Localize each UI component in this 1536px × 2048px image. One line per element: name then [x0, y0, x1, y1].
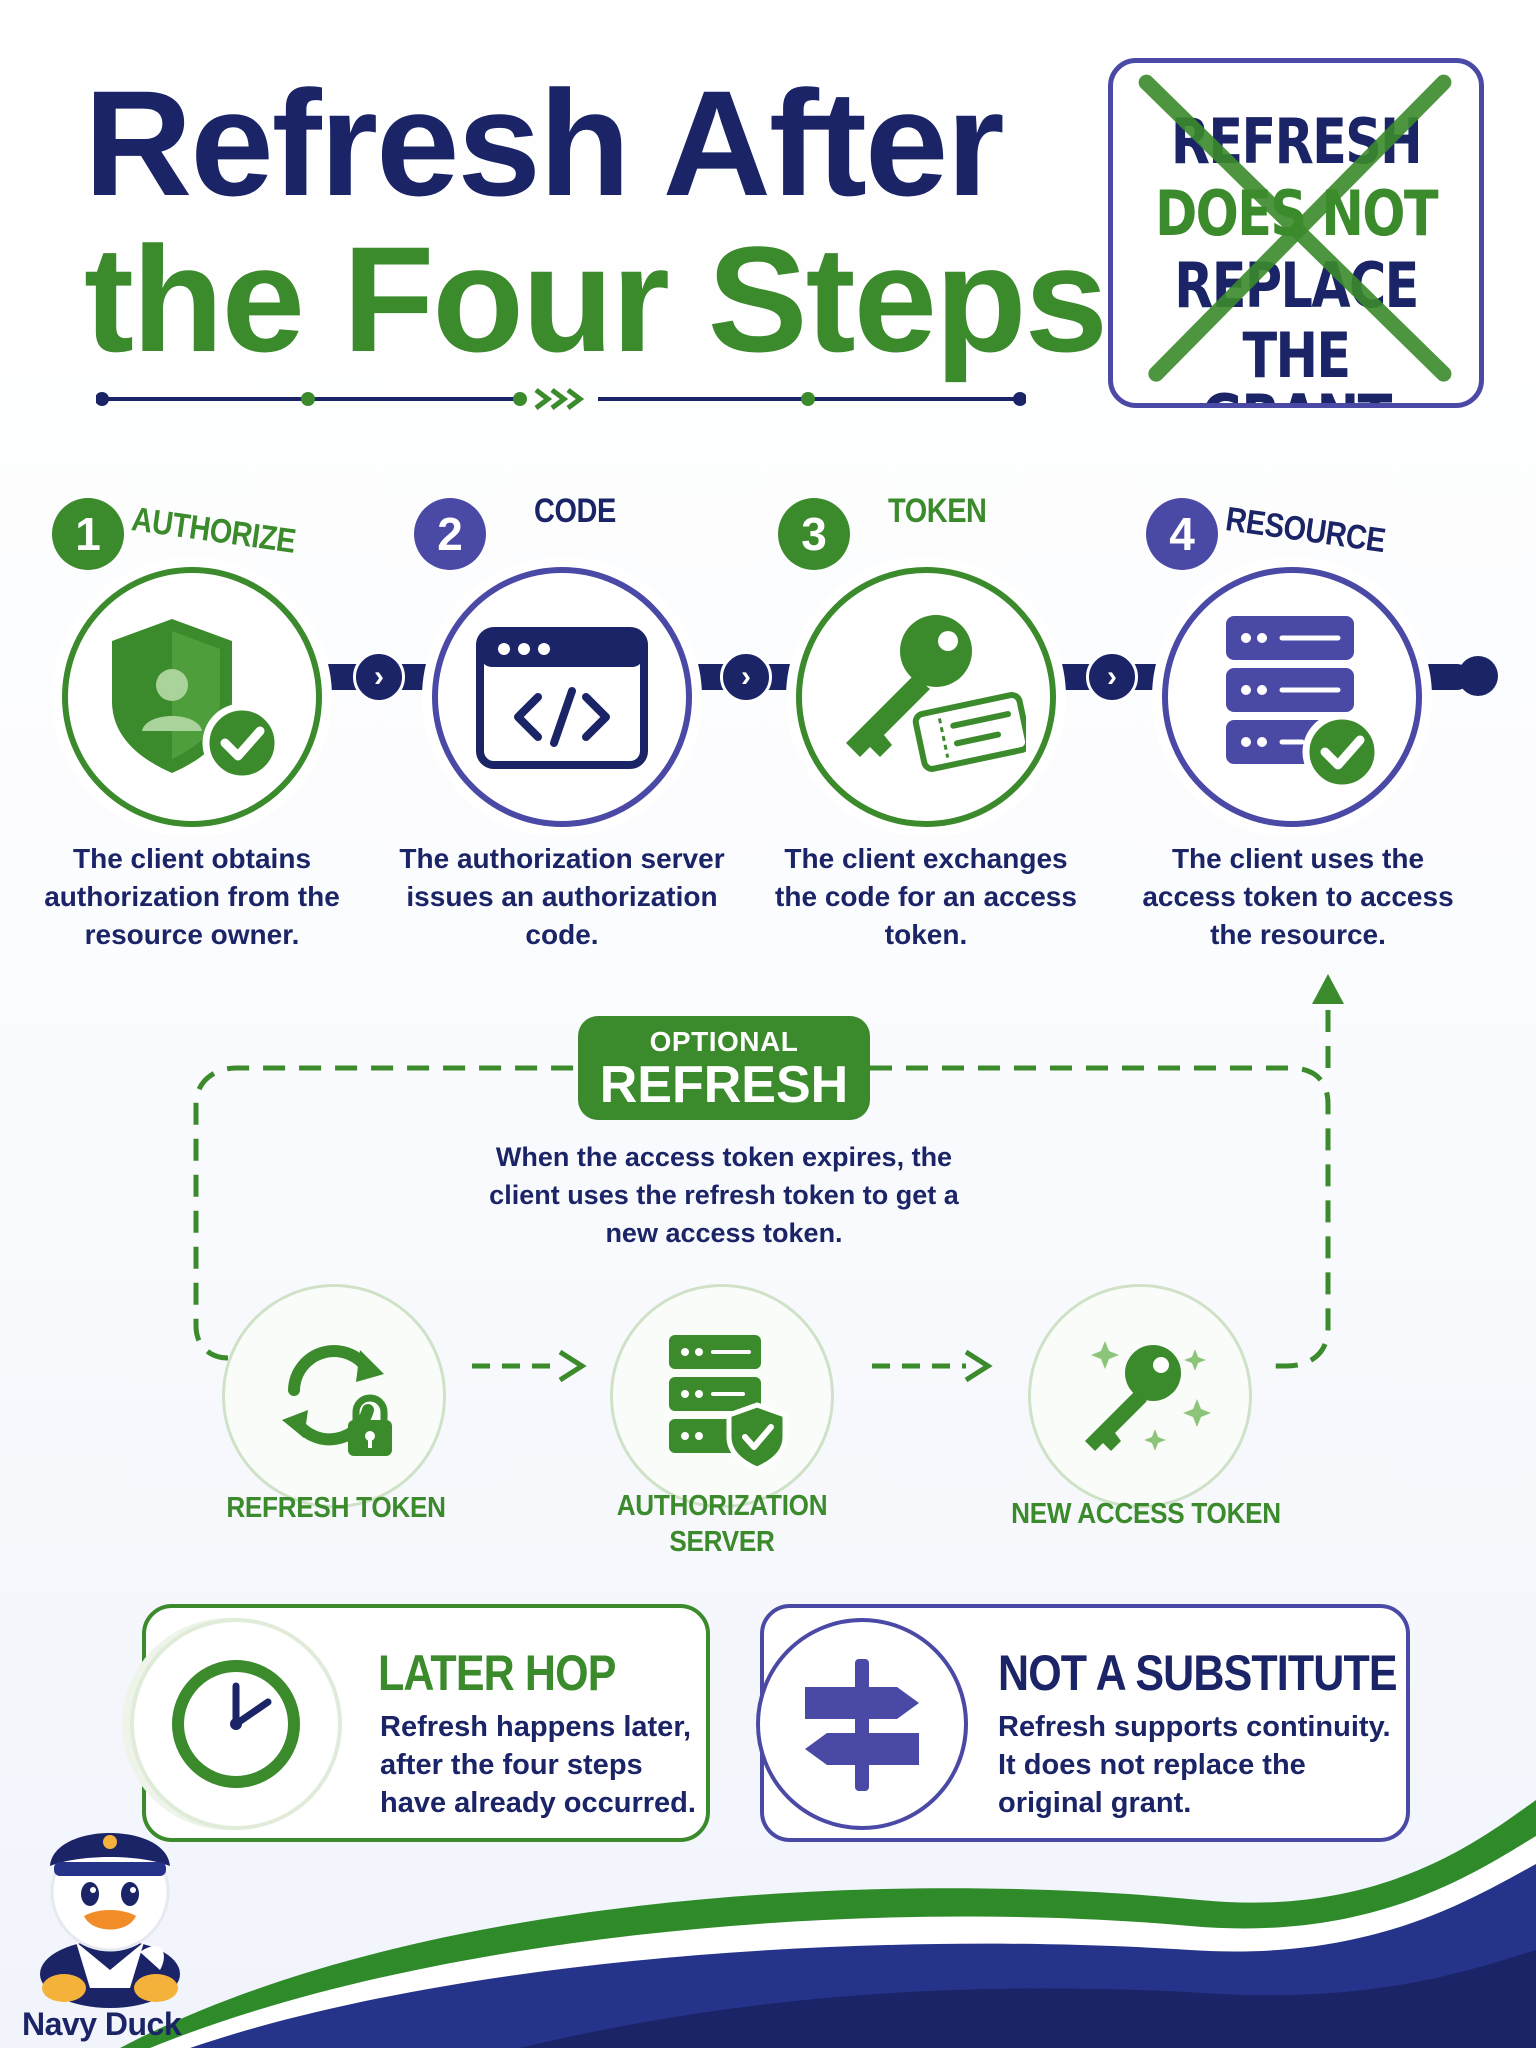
new-access-token-circle [1028, 1284, 1252, 1508]
brand-name: Navy Duck [22, 2006, 182, 2042]
later-hop-icon-circle [130, 1618, 342, 1830]
refresh-token-circle [222, 1284, 446, 1508]
navy-duck-mascot-icon [40, 1832, 180, 2008]
refresh-label: REFRESH [599, 1056, 849, 1114]
arrow-right-icon: › [1086, 651, 1138, 703]
optional-label: OPTIONAL [649, 1026, 799, 1057]
footer-waves [120, 1800, 1536, 2048]
step-4-number: 4 [1146, 498, 1218, 570]
refresh-lock-icon [282, 1345, 392, 1456]
arrow-right-icon: › [720, 651, 772, 703]
server-shield-icon [669, 1335, 788, 1471]
step-3-number: 3 [778, 498, 850, 570]
code-window-icon [476, 627, 648, 769]
step-1-label: AUTHORIZE [129, 500, 298, 561]
step-4-label: RESOURCE [1223, 500, 1388, 561]
step-3-circle [796, 567, 1056, 827]
step-2-description: The authorization server issues an autho… [399, 843, 725, 950]
authorization-server-circle [610, 1284, 834, 1508]
title-line-1: Refresh After [84, 59, 1005, 227]
not-a-substitute-icon-circle [756, 1618, 968, 1830]
refresh-token-label: REFRESH TOKEN [226, 1492, 446, 1524]
cross-out-icon [1138, 74, 1452, 382]
arrow-right-icon: › [353, 651, 405, 703]
server-check-icon [1226, 616, 1382, 792]
step-1-description: The client obtains authorization from th… [44, 843, 340, 950]
stamp-line-4: THE GRANT [1201, 319, 1392, 404]
authorization-server-label: AUTHORIZATION SERVER [616, 1490, 828, 1558]
title-line-2: the Four Steps [84, 215, 1108, 383]
step-4-description: The client uses the access token to acce… [1142, 843, 1454, 950]
step-1-number: 1 [52, 498, 124, 570]
sparkle-key-icon [1085, 1341, 1211, 1451]
grant-stamp: REFRESH DOES NOT REPLACE THE GRANT [1108, 58, 1484, 408]
step-4-circle [1162, 567, 1422, 827]
not-a-substitute-card: NOT A SUBSTITUTE Refresh supports contin… [756, 1604, 1410, 1842]
step-3-label: TOKEN [888, 492, 987, 530]
step-1-circle [62, 567, 322, 827]
later-hop-title: LATER HOP [378, 1645, 616, 1701]
new-access-token-label: NEW ACCESS TOKEN [1011, 1498, 1281, 1530]
not-a-substitute-text: Refresh supports continuity. It does not… [998, 1711, 1391, 1819]
step-3-description: The client exchanges the code for an acc… [775, 843, 1077, 950]
step-2-circle [432, 567, 692, 827]
later-hop-text: Refresh happens later, after the four st… [380, 1711, 696, 1819]
optional-refresh-badge: OPTIONAL REFRESH [578, 1016, 870, 1120]
key-ticket-icon [846, 615, 1026, 772]
flow-end-dot [1458, 656, 1498, 696]
clock-icon [172, 1660, 300, 1788]
shield-user-check-icon [112, 619, 282, 783]
title-divider [96, 388, 1026, 410]
refresh-description: When the access token expires, the clien… [489, 1142, 959, 1248]
later-hop-card: LATER HOP Refresh happens later, after t… [130, 1604, 710, 1842]
signpost-icon [805, 1659, 919, 1791]
step-2-number: 2 [414, 498, 486, 570]
not-a-substitute-title: NOT A SUBSTITUTE [998, 1645, 1398, 1701]
step-2-label: CODE [534, 492, 616, 530]
